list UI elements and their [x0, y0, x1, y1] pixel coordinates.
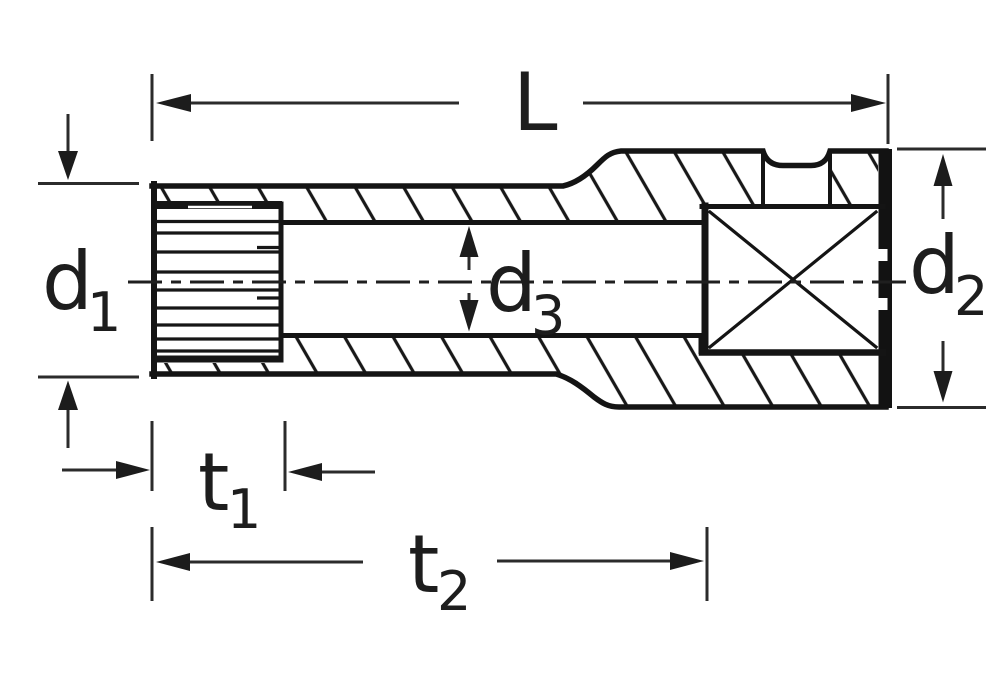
d2-arrow-down	[933, 371, 953, 403]
dimension-t1: t 1	[62, 421, 375, 541]
label-t1-base: t	[198, 436, 229, 529]
L-arrow-right	[851, 94, 886, 112]
d1-arrow-up	[58, 380, 78, 410]
label-t1-sub: 1	[227, 478, 261, 541]
right-end-face	[878, 149, 892, 408]
t1-arrow-left	[288, 463, 322, 481]
serration-teeth-lines	[156, 219, 279, 353]
d3-arrow-down	[459, 300, 479, 332]
t1-arrow-right	[116, 461, 150, 479]
d2-arrow-up	[933, 154, 953, 186]
dimension-d2: d 2	[897, 147, 988, 409]
t2-arrow-left	[156, 553, 190, 571]
outline-top-edge	[149, 148, 889, 189]
label-d3-base: d	[486, 237, 537, 330]
dimension-L: L	[150, 56, 890, 149]
label-t2-base: t	[408, 518, 439, 611]
label-d1-base: d	[42, 235, 93, 328]
d3-arrow-up	[459, 226, 479, 257]
label-L: L	[513, 56, 558, 149]
hatch-bottom-wall	[154, 336, 878, 406]
label-d3-sub: 3	[531, 284, 565, 347]
L-arrow-left	[156, 94, 191, 112]
dimension-d3: d 3	[459, 226, 565, 347]
t2-arrow-right	[670, 552, 704, 570]
right-face-slit-lower	[878, 298, 888, 310]
label-d2-sub: 2	[954, 265, 988, 328]
hatch-top-wall-right	[831, 151, 878, 206]
dimension-d1: d 1	[38, 114, 139, 448]
square-diagonal-2	[707, 209, 879, 350]
label-d1-sub: 1	[87, 281, 121, 344]
d1-arrow-down	[58, 151, 78, 180]
dimension-t2: t 2	[150, 518, 709, 623]
right-face-slit-upper	[878, 249, 888, 261]
label-t2-sub: 2	[437, 560, 471, 623]
label-d2-base: d	[909, 219, 960, 312]
outline-bottom-edge	[149, 371, 889, 410]
square-drive-cavity	[698, 151, 887, 356]
